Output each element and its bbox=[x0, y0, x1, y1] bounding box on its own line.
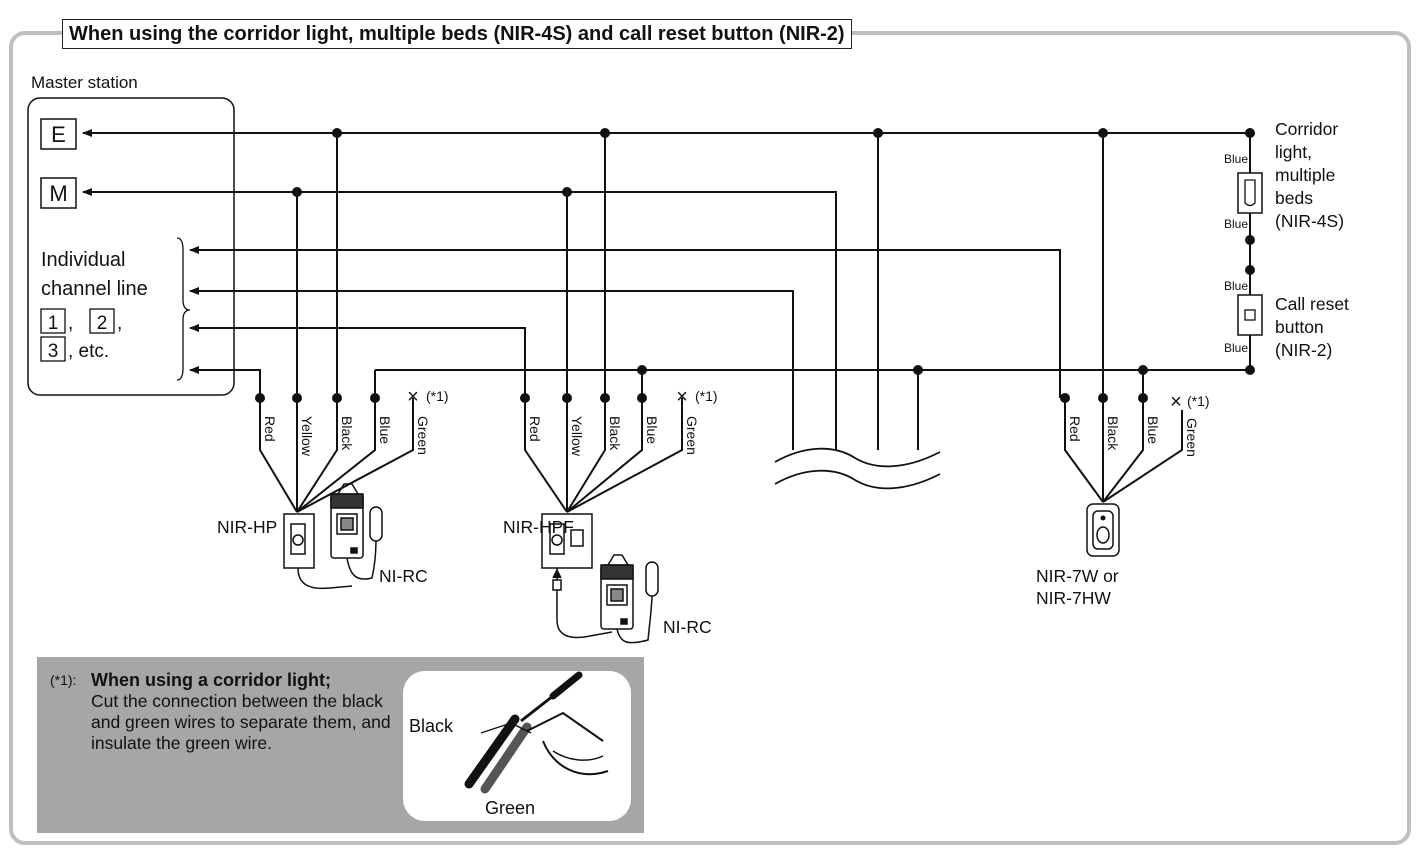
wire-label-red: Red bbox=[1067, 416, 1083, 442]
nir-hp-device bbox=[283, 513, 353, 590]
note-ref-hp: (*1) bbox=[426, 388, 449, 404]
channel-3-box bbox=[40, 336, 66, 362]
cut-mark-7w: × bbox=[1170, 391, 1182, 413]
nir-7w-label-1: NIR-7W or bbox=[1036, 566, 1119, 586]
ni-rc-pendant-1 bbox=[330, 483, 383, 580]
wire-label-black: Black bbox=[339, 416, 355, 451]
wire-labels: Red Yellow Black Blue Green Red Yellow B… bbox=[262, 416, 1200, 457]
ni-rc-label-1: NI-RC bbox=[379, 566, 428, 586]
wire-label-black: Black bbox=[607, 416, 623, 451]
channel-sep-2: , bbox=[117, 313, 122, 334]
note-text: (*1): When using a corridor light; Cut t… bbox=[50, 670, 395, 754]
blue-label-2: Blue bbox=[1224, 217, 1248, 231]
ni-rc-pendant-2 bbox=[600, 554, 659, 644]
note-ref-7w: (*1) bbox=[1187, 393, 1210, 409]
svg-text:multiple: multiple bbox=[1275, 165, 1335, 185]
junction-dots bbox=[255, 128, 1255, 403]
wire-label-green: Green bbox=[1184, 418, 1200, 457]
channel-line-text-1: Individual bbox=[41, 249, 126, 271]
channel-2-box bbox=[89, 308, 115, 334]
cut-mark-hp: × bbox=[407, 386, 419, 408]
wire-label-green: Green bbox=[415, 416, 431, 455]
diagram-title: When using the corridor light, multiple … bbox=[62, 19, 852, 49]
note-mark: (*1): bbox=[50, 672, 77, 688]
svg-text:(NIR-2): (NIR-2) bbox=[1275, 340, 1332, 360]
nir-hp-label: NIR-HP bbox=[217, 517, 277, 537]
svg-text:Call reset: Call reset bbox=[1275, 294, 1349, 314]
channel-2-label: 2 bbox=[97, 313, 108, 334]
call-reset-button-device bbox=[1237, 294, 1263, 336]
svg-text:(NIR-4S): (NIR-4S) bbox=[1275, 211, 1344, 231]
nir-hpf-device bbox=[541, 513, 613, 639]
wire-label-red: Red bbox=[262, 416, 278, 442]
channel-etc-label: , etc. bbox=[68, 341, 109, 362]
wire-label-green: Green bbox=[684, 416, 700, 455]
bus-lines bbox=[82, 129, 1251, 465]
svg-text:light,: light, bbox=[1275, 142, 1312, 162]
wire-label-yellow: Yellow bbox=[299, 416, 315, 457]
call-reset-label: Call reset button (NIR-2) bbox=[1275, 294, 1349, 360]
note-body: Cut the connection between the black and… bbox=[91, 691, 391, 753]
nir-7w-device bbox=[1086, 503, 1120, 557]
wire-label-yellow: Yellow bbox=[569, 416, 585, 457]
svg-text:Corridor: Corridor bbox=[1275, 119, 1338, 139]
channel-1-label: 1 bbox=[48, 313, 59, 334]
corridor-light-device bbox=[1237, 172, 1263, 214]
blue-label-4: Blue bbox=[1224, 341, 1248, 355]
terminal-m-box bbox=[40, 177, 77, 209]
note-ref-hpf: (*1) bbox=[695, 388, 718, 404]
cable-break-icon bbox=[770, 447, 950, 490]
svg-text:button: button bbox=[1275, 317, 1324, 337]
ni-rc-label-2: NI-RC bbox=[663, 617, 712, 637]
corridor-light-label: Corridor light, multiple beds (NIR-4S) bbox=[1275, 119, 1344, 231]
wire-label-blue: Blue bbox=[1145, 416, 1161, 444]
inset-green-label: Green bbox=[485, 798, 536, 818]
master-station-box bbox=[27, 97, 235, 396]
channel-3-label: 3 bbox=[48, 341, 59, 362]
pliers-cutting-icon bbox=[464, 671, 609, 794]
channel-bracket bbox=[176, 237, 191, 381]
nir-hpf-label: NIR-HPF bbox=[503, 517, 574, 537]
wire-cutting-illustration: Black Green bbox=[403, 671, 631, 821]
cut-mark-hpf: × bbox=[676, 386, 688, 408]
channel-sep-1: , bbox=[68, 313, 73, 334]
inset-black-label: Black bbox=[409, 716, 454, 736]
wire-label-black: Black bbox=[1105, 416, 1121, 451]
channel-line-text-2: channel line bbox=[41, 278, 148, 300]
svg-text:beds: beds bbox=[1275, 188, 1313, 208]
blue-label-3: Blue bbox=[1224, 279, 1248, 293]
terminal-e-label: E bbox=[51, 122, 66, 147]
wire-label-blue: Blue bbox=[377, 416, 393, 444]
wire-label-red: Red bbox=[527, 416, 543, 442]
wire-label-blue: Blue bbox=[644, 416, 660, 444]
blue-label-1: Blue bbox=[1224, 152, 1248, 166]
drop-lines bbox=[259, 133, 1183, 513]
terminal-e-box bbox=[40, 118, 77, 150]
note-title: When using a corridor light; bbox=[91, 670, 331, 690]
terminal-m-label: M bbox=[49, 181, 67, 206]
nir-7w-label-2: NIR-7HW bbox=[1036, 588, 1111, 608]
master-station-label: Master station bbox=[31, 73, 138, 92]
channel-1-box bbox=[40, 308, 66, 334]
